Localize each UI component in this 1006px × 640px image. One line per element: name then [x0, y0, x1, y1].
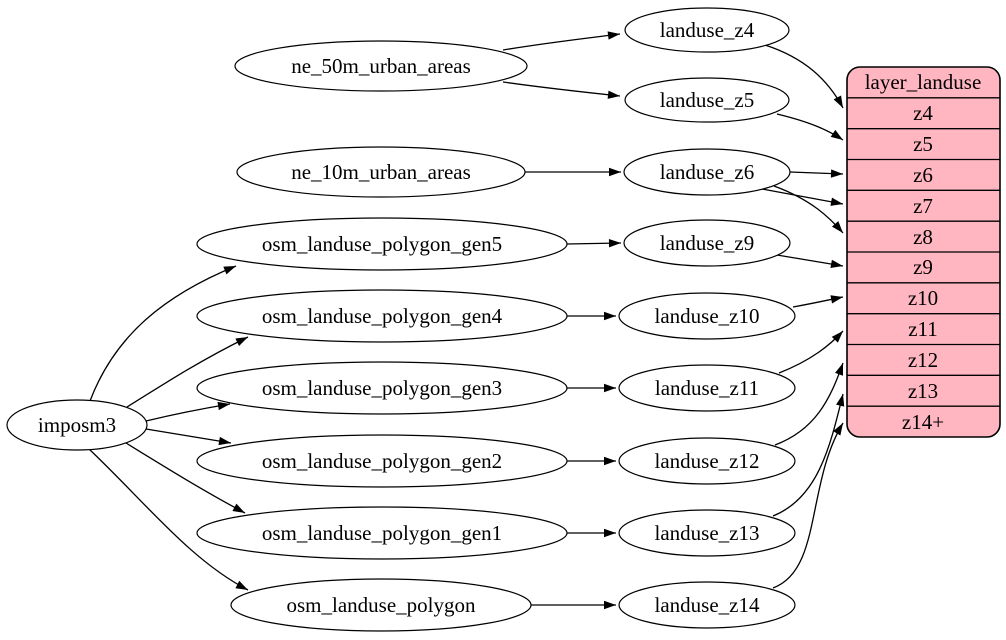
node-ne_50m_urban_areas-shape	[234, 40, 528, 92]
table-row-z6: z6	[913, 163, 933, 187]
table-layer_landuse: layer_landuse z4 z5 z6 z7 z8 z9 z10 z11 …	[846, 66, 1001, 438]
node-osm_landuse_polygon_gen4: osm_landuse_polygon_gen4	[196, 289, 568, 343]
node-osm_landuse_polygon_gen1: osm_landuse_polygon_gen1	[196, 506, 568, 560]
node-landuse_z11-shape	[618, 364, 796, 412]
node-ne_10m_urban_areas: ne_10m_urban_areas	[236, 146, 526, 198]
node-osm_landuse_polygon_gen5-label: osm_landuse_polygon_gen5	[262, 232, 502, 256]
table-row-z7: z7	[913, 194, 933, 218]
node-ne_10m_urban_areas-label: ne_10m_urban_areas	[291, 160, 471, 184]
node-landuse_z10-label: landuse_z10	[655, 304, 760, 328]
node-landuse_z6: landuse_z6	[623, 148, 791, 196]
table-row-z13: z13	[908, 379, 938, 403]
node-landuse_z11-label: landuse_z11	[655, 376, 759, 400]
node-landuse_z4: landuse_z4	[624, 7, 790, 53]
edge-osm_landuse_polygon_gen5-landuse_z9	[566, 239, 622, 248]
table-row-z5: z5	[913, 132, 933, 156]
node-osm_landuse_polygon-label: osm_landuse_polygon	[287, 593, 476, 617]
node-landuse_z10: landuse_z10	[618, 292, 796, 340]
edge-landuse_z12-layer_landuse.z12	[774, 362, 844, 446]
edge-imposm3-osm_landuse_polygon_gen3	[145, 401, 231, 422]
edge-imposm3-osm_landuse_polygon_gen2	[145, 428, 232, 446]
node-landuse_z4-label: landuse_z4	[660, 18, 755, 42]
table-row-z14+: z14+	[902, 410, 944, 434]
node-landuse_z13-shape	[618, 509, 796, 557]
node-osm_landuse_polygon-shape	[230, 578, 532, 632]
node-imposm3-shape	[6, 399, 148, 451]
table-row-z10: z10	[908, 286, 938, 310]
node-landuse_z10-shape	[618, 292, 796, 340]
node-landuse_z6-shape	[623, 148, 791, 196]
edge-ne_50m_urban_areas-landuse_z4	[502, 31, 621, 51]
node-osm_landuse_polygon_gen4-label: osm_landuse_polygon_gen4	[262, 304, 503, 328]
node-osm_landuse_polygon_gen2: osm_landuse_polygon_gen2	[196, 434, 568, 488]
edge-imposm3-osm_landuse_polygon_gen5	[89, 265, 237, 402]
node-landuse_z13: landuse_z13	[618, 509, 796, 557]
edge-landuse_z11-layer_landuse.z11	[778, 330, 844, 374]
table-row-z11: z11	[908, 317, 938, 341]
node-osm_landuse_polygon_gen1-label: osm_landuse_polygon_gen1	[262, 521, 502, 545]
table-row-z4: z4	[913, 101, 933, 125]
node-ne_10m_urban_areas-shape	[236, 146, 526, 198]
node-osm_landuse_polygon_gen5-shape	[196, 217, 568, 271]
edge-imposm3-osm_landuse_polygon	[88, 448, 249, 591]
node-landuse_z12: landuse_z12	[618, 437, 796, 485]
table-row-z8: z8	[913, 225, 933, 249]
node-imposm3: imposm3	[6, 399, 148, 451]
edge-landuse_z4-layer_landuse.z4	[764, 44, 844, 109]
node-ne_50m_urban_areas: ne_50m_urban_areas	[234, 40, 528, 92]
node-landuse_z14-label: landuse_z14	[655, 593, 760, 617]
edge-ne_50m_urban_areas-landuse_z5	[502, 81, 621, 99]
edge-landuse_z9-layer_landuse.z9	[776, 254, 844, 269]
node-landuse_z6-label: landuse_z6	[660, 160, 754, 184]
table-row-z12: z12	[908, 348, 938, 372]
edge-landuse_z10-layer_landuse.z10	[792, 295, 844, 308]
node-landuse_z5: landuse_z5	[624, 77, 790, 123]
edge-imposm3-osm_landuse_polygon_gen4	[126, 336, 249, 408]
edge-landuse_z6-layer_landuse.z8	[773, 185, 844, 234]
node-landuse_z11: landuse_z11	[618, 364, 796, 412]
edge-imposm3-osm_landuse_polygon_gen1	[125, 442, 246, 514]
node-osm_landuse_polygon_gen3: osm_landuse_polygon_gen3	[196, 361, 568, 415]
node-landuse_z9: landuse_z9	[623, 219, 791, 267]
table-row-z9: z9	[913, 255, 933, 279]
node-landuse_z5-label: landuse_z5	[660, 88, 754, 112]
node-ne_50m_urban_areas-label: ne_50m_urban_areas	[291, 54, 471, 78]
node-landuse_z14: landuse_z14	[618, 581, 796, 629]
edge-landuse_z14-layer_landuse.z14+	[772, 422, 844, 589]
edge-landuse_z5-layer_landuse.z5	[776, 113, 844, 141]
node-imposm3-label: imposm3	[38, 413, 116, 437]
edge-landuse_z6-layer_landuse.z6	[789, 169, 844, 178]
node-landuse_z9-shape	[623, 219, 791, 267]
node-osm_landuse_polygon_gen2-label: osm_landuse_polygon_gen2	[262, 449, 502, 473]
node-osm_landuse_polygon_gen4-shape	[196, 289, 568, 343]
node-osm_landuse_polygon_gen3-label: osm_landuse_polygon_gen3	[262, 376, 502, 400]
node-landuse_z13-label: landuse_z13	[655, 521, 760, 545]
node-osm_landuse_polygon_gen5: osm_landuse_polygon_gen5	[196, 217, 568, 271]
node-landuse_z5-shape	[624, 77, 790, 123]
node-osm_landuse_polygon: osm_landuse_polygon	[230, 578, 532, 632]
edge-landuse_z13-layer_landuse.z13	[772, 393, 845, 517]
edge-landuse_z6-layer_landuse.z7	[761, 188, 844, 206]
node-osm_landuse_polygon_gen3-shape	[196, 361, 568, 415]
node-landuse_z4-shape	[624, 7, 790, 53]
node-osm_landuse_polygon_gen2-shape	[196, 434, 568, 488]
node-landuse_z12-label: landuse_z12	[655, 449, 760, 473]
table-title: layer_landuse	[865, 70, 982, 94]
node-osm_landuse_polygon_gen1-shape	[196, 506, 568, 560]
node-landuse_z9-label: landuse_z9	[660, 231, 754, 255]
edge-layer	[88, 31, 845, 610]
node-landuse_z14-shape	[618, 581, 796, 629]
node-landuse_z12-shape	[618, 437, 796, 485]
node-layer: imposm3 ne_50m_urban_areas ne_10m_urban_…	[6, 7, 796, 632]
